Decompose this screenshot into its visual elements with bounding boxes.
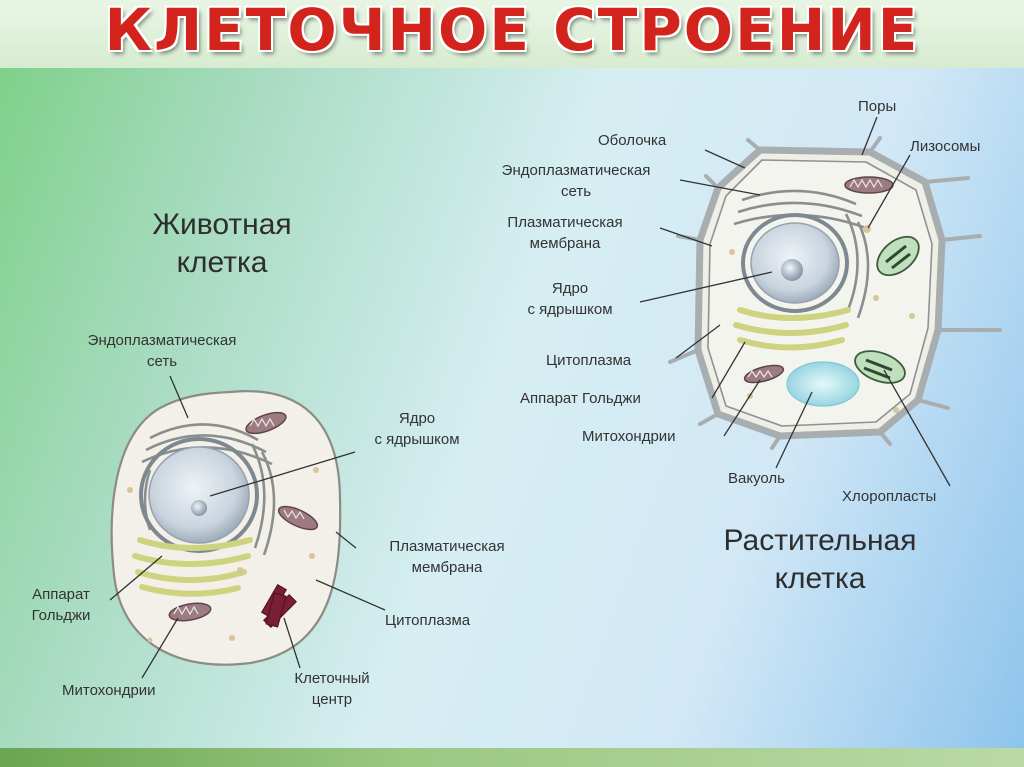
plant-nucleus	[741, 213, 849, 313]
animal-label-membrane: Плазматическая мембрана	[352, 536, 542, 578]
footer-strip	[0, 748, 1024, 767]
animal-cell-title: Животная клетка	[112, 206, 332, 282]
animal-centrosome-line2: центр	[311, 691, 353, 708]
animal-er-line1: Эндоплазматическая	[87, 332, 237, 349]
animal-label-golgi: Аппарат Гольджи	[6, 584, 116, 626]
animal-membrane-line2: мембрана	[411, 559, 483, 576]
plant-label-cytoplasm: Цитоплазма	[546, 352, 632, 369]
animal-leader-lines	[109, 375, 386, 679]
plant-label-mitochondria: Митохондрии	[582, 428, 676, 445]
plant-membrane-line2: мембрана	[529, 235, 601, 252]
plant-label-lysosomes: Лизосомы	[910, 138, 981, 155]
animal-label-cytoplasm: Цитоплазма	[385, 612, 471, 629]
animal-label-nucleus: Ядро с ядрышком	[352, 408, 482, 450]
plant-membrane-line1: Плазматическая	[507, 214, 623, 231]
animal-title-line2: клетка	[176, 246, 268, 279]
animal-title-line1: Животная	[152, 208, 292, 241]
plant-label-vacuole: Вакуоль	[728, 470, 785, 487]
plant-chloroplasts	[854, 235, 920, 384]
plant-vacuole	[786, 361, 860, 407]
animal-er-line2: сеть	[146, 353, 178, 370]
plant-leader-lines	[639, 116, 951, 487]
plant-label-chloroplasts: Хлоропласты	[842, 488, 937, 505]
plant-cell-title: Растительная клетка	[660, 522, 980, 598]
animal-centrosome-line1: Клеточный	[294, 670, 370, 687]
animal-label-er: Эндоплазматическая сеть	[42, 330, 282, 372]
plant-label-nucleus: Ядро с ядрышком	[500, 278, 640, 320]
animal-nucleus-line2: с ядрышком	[374, 431, 460, 448]
animal-granules	[127, 467, 319, 643]
animal-label-mitochondria: Митохондрии	[62, 682, 156, 699]
plant-er-line2: сеть	[560, 183, 592, 200]
animal-cell	[110, 390, 342, 666]
animal-centrosome	[260, 583, 297, 628]
plant-title-line2: клетка	[774, 562, 866, 595]
animal-nucleus-line1: Ядро	[398, 410, 436, 427]
plant-title-line1: Растительная	[723, 524, 917, 557]
animal-mitochondria	[168, 411, 319, 622]
plant-label-golgi: Аппарат Гольджи	[520, 390, 641, 407]
animal-label-centrosome: Клеточный центр	[272, 668, 392, 710]
plant-nucleus-line1: Ядро	[551, 280, 589, 297]
plant-label-wall: Оболочка	[598, 132, 667, 149]
animal-golgi-line2: Гольджи	[31, 607, 91, 624]
animal-golgi-line1: Аппарат	[32, 586, 90, 603]
plant-golgi	[733, 307, 851, 351]
page-title: КЛЕТОЧНОЕ СТРОЕНИЕ	[104, 0, 920, 64]
plant-wall-projections	[668, 136, 1002, 450]
plant-nucleus-line2: с ядрышком	[527, 301, 613, 318]
animal-membrane-line1: Плазматическая	[389, 538, 505, 555]
plant-label-er: Эндоплазматическая сеть	[456, 160, 696, 202]
animal-nucleus	[139, 437, 259, 553]
plant-label-pores: Поры	[858, 98, 897, 115]
plant-er-line1: Эндоплазматическая	[501, 162, 651, 179]
title-bar: КЛЕТОЧНОЕ СТРОЕНИЕ	[0, 0, 1024, 68]
animal-golgi	[132, 537, 253, 597]
plant-cell	[668, 136, 1002, 450]
plant-label-membrane: Плазматическая мембрана	[470, 212, 660, 254]
